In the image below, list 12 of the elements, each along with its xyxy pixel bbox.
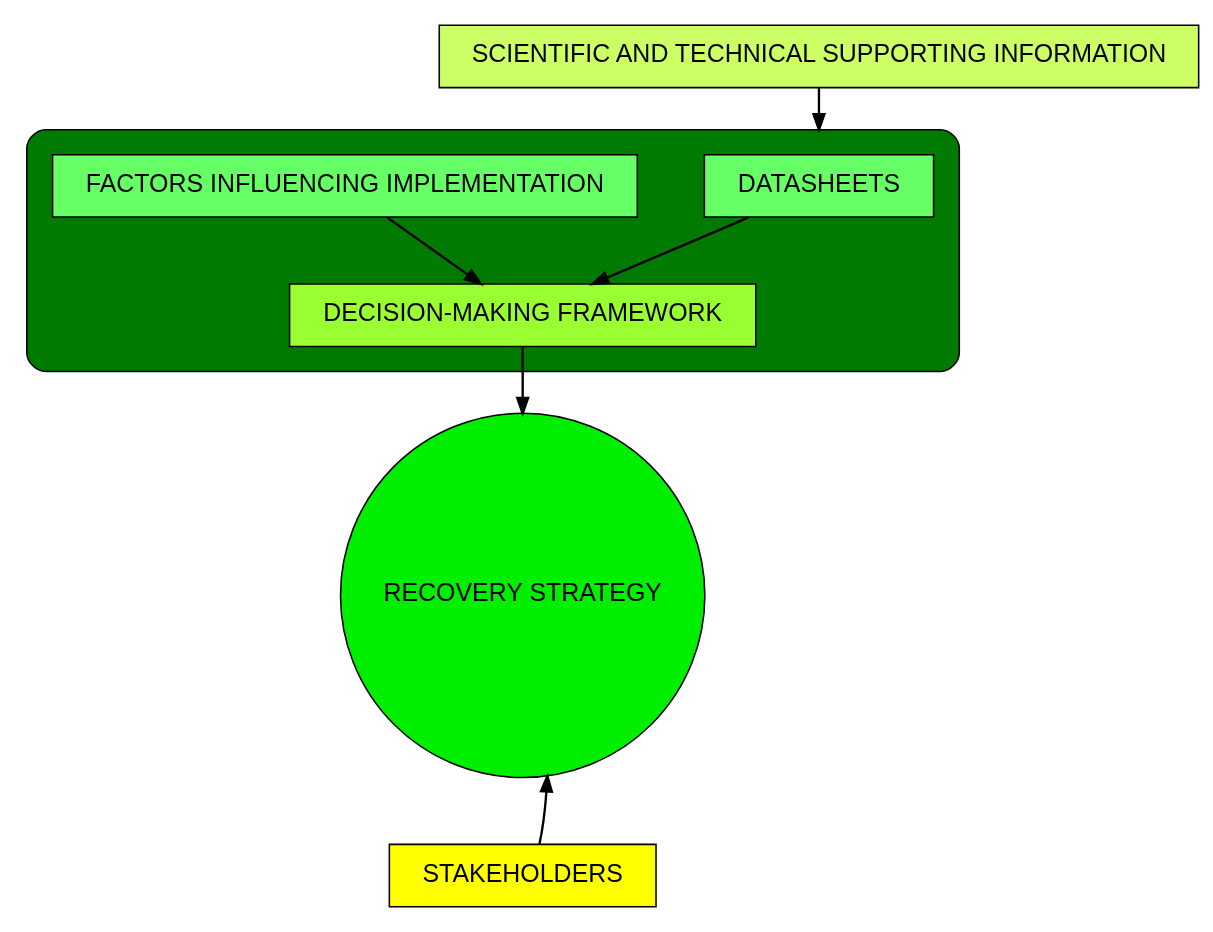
cluster [26,128,961,373]
node-box: DATASHEETS [703,153,935,218]
node-box: STAKEHOLDERS [388,843,657,908]
node-box: SCIENTIFIC AND TECHNICAL SUPPORTING INFORMATION [438,24,1200,89]
node-box: DECISION-MAKING FRAMEWORK [288,283,757,348]
node-box: FACTORS INFLUENCING IMPLEMENTATION [51,153,639,218]
arrow [515,346,530,417]
node-circle: RECOVERY STRATEGY [339,412,706,779]
arrow [386,216,484,287]
arrow [811,87,827,134]
arrow [589,216,750,286]
arrow [538,772,554,845]
